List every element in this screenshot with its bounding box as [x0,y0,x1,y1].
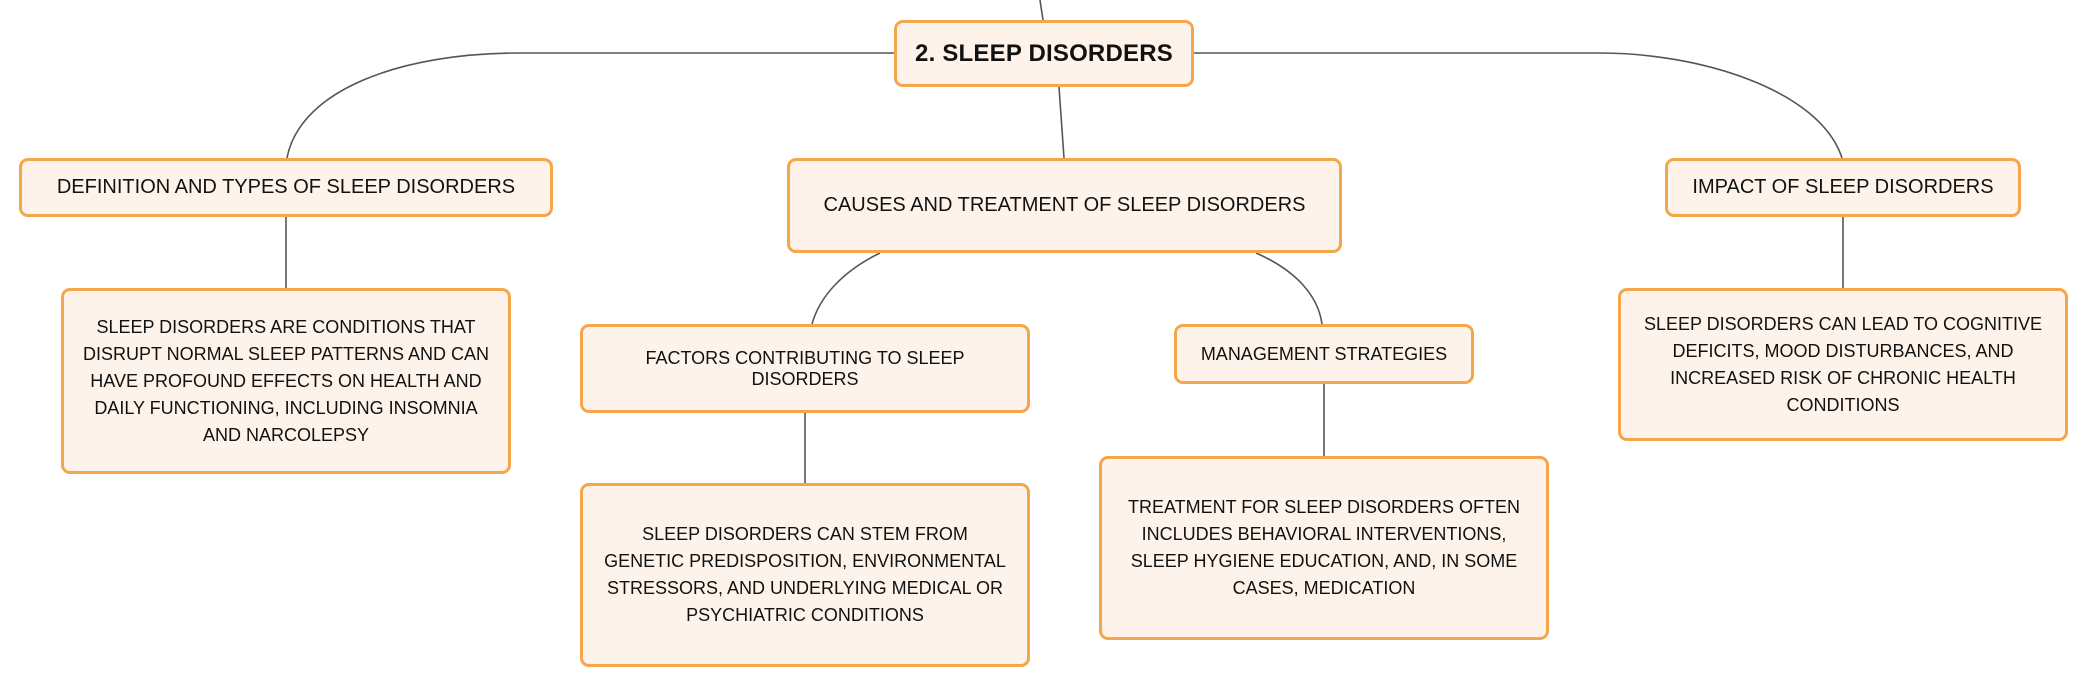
subtopic-management-label: MANAGEMENT STRATEGIES [1200,343,1448,364]
root-topic-label: 2. SLEEP DISORDERS [915,39,1173,67]
root-topic[interactable]: 2. SLEEP DISORDERS [894,20,1194,87]
branch-causes-label: CAUSES AND TREATMENT OF SLEEP DISORDERS [823,194,1306,216]
impact-detail-text: SLEEP DISORDERS CAN LEAD TO COGNITIVE DE… [1643,313,2043,415]
definition-detail[interactable]: SLEEP DISORDERS ARE CONDITIONS THAT DISR… [61,288,511,474]
management-detail[interactable]: TREATMENT FOR SLEEP DISORDERS OFTEN INCL… [1099,456,1549,640]
impact-detail[interactable]: SLEEP DISORDERS CAN LEAD TO COGNITIVE DE… [1618,288,2068,441]
branch-impact-label: IMPACT OF SLEEP DISORDERS [1692,176,1994,198]
subtopic-management[interactable]: MANAGEMENT STRATEGIES [1174,324,1474,384]
factors-detail[interactable]: SLEEP DISORDERS CAN STEM FROM GENETIC PR… [580,483,1030,667]
connector-causes-to-management [1255,252,1323,325]
connector-parent-to-root [1039,0,1044,21]
factors-detail-text: SLEEP DISORDERS CAN STEM FROM GENETIC PR… [604,524,1006,625]
branch-definition-label: DEFINITION AND TYPES OF SLEEP DISORDERS [56,176,516,198]
management-detail-text: TREATMENT FOR SLEEP DISORDERS OFTEN INCL… [1127,497,1521,598]
branch-causes[interactable]: CAUSES AND TREATMENT OF SLEEP DISORDERS [787,158,1342,253]
connector-root-to-impact [1194,52,1843,159]
definition-detail-text: SLEEP DISORDERS ARE CONDITIONS THAT DISR… [82,316,490,445]
connector-root-to-definition [286,52,894,159]
connector-root-to-causes [1058,86,1065,159]
subtopic-factors-label: FACTORS CONTRIBUTING TO SLEEP DISORDERS [645,347,965,389]
connector-causes-to-factors [811,252,881,325]
branch-impact[interactable]: IMPACT OF SLEEP DISORDERS [1665,158,2021,217]
subtopic-factors[interactable]: FACTORS CONTRIBUTING TO SLEEP DISORDERS [580,324,1030,413]
branch-definition[interactable]: DEFINITION AND TYPES OF SLEEP DISORDERS [19,158,553,217]
